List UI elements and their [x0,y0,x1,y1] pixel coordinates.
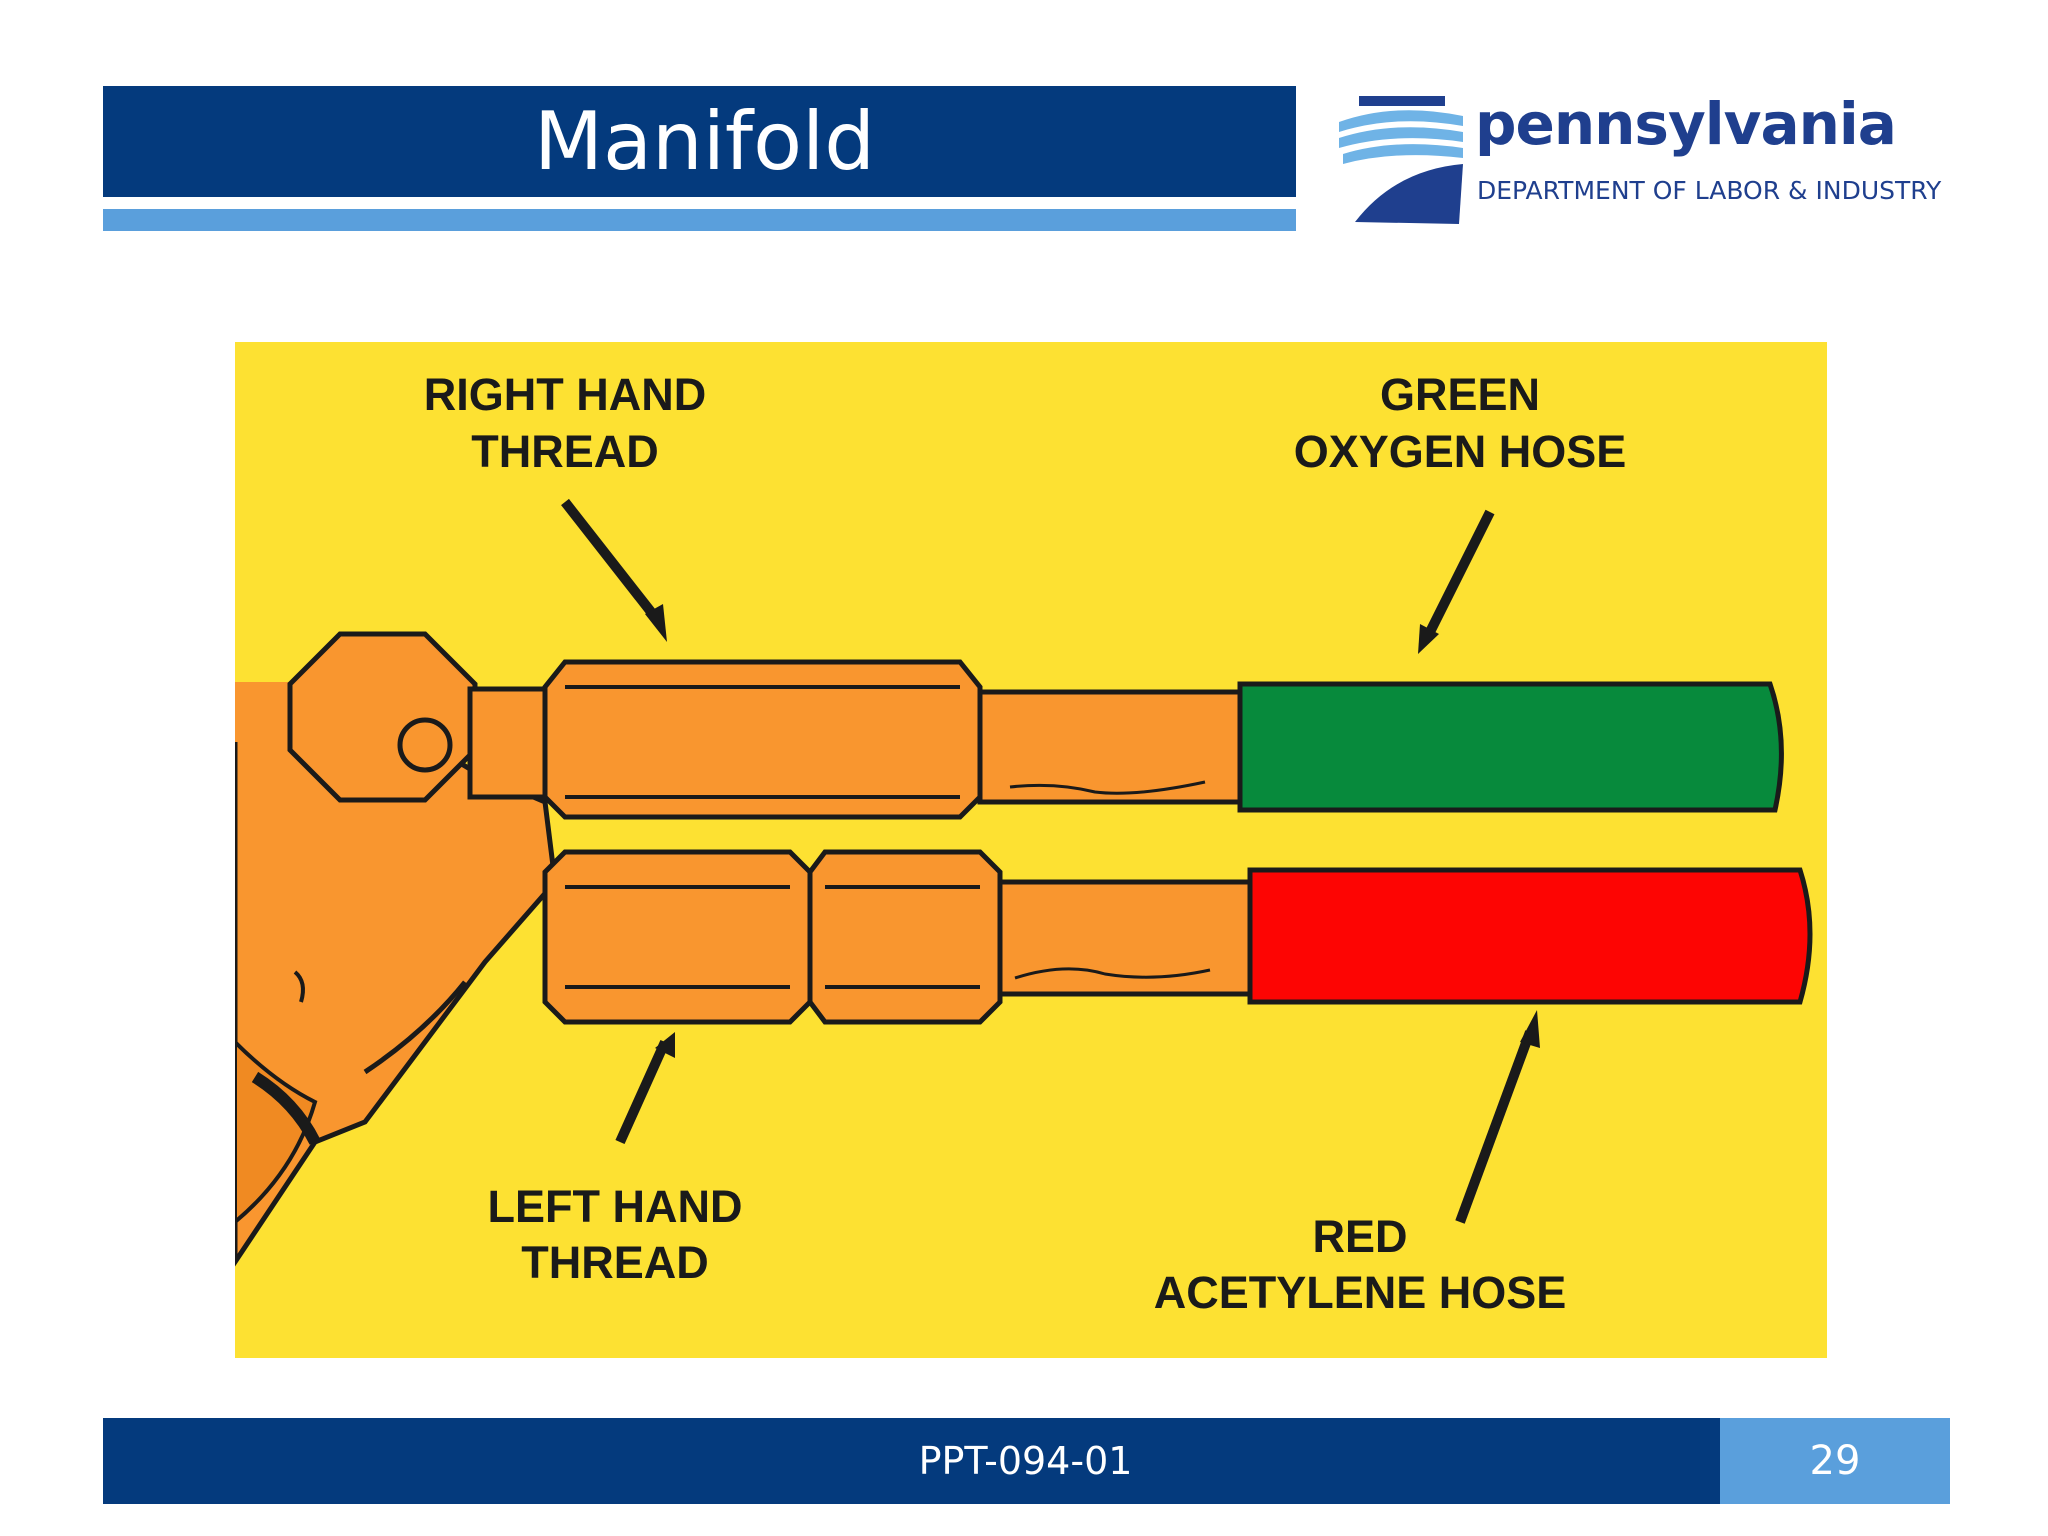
manifold-band [251,1071,321,1145]
right-hand-thread-nut [542,659,983,820]
label-left-hand-line1: LEFT HAND [488,1181,743,1232]
right-hand-arrow [561,498,659,621]
logo-department-text: DEPARTMENT OF LABOR & INDUSTRY [1477,176,1942,205]
green-hose-arrow [1425,509,1495,635]
pa-labor-industry-logo: pennsylvania DEPARTMENT OF LABOR & INDUS… [1335,90,1965,224]
label-right-hand-line2: THREAD [471,426,659,477]
logo-name-text: pennsylvania [1475,90,1897,158]
label-green-line1: GREEN [1380,369,1540,420]
green-oxygen-hose [1237,681,1784,813]
label-red-line1: RED [1312,1211,1407,1262]
octagon-nut [287,631,478,803]
footer-bar [103,1418,1720,1504]
red-acetylene-hose [1247,867,1813,1005]
red-hose-arrowhead [1520,1010,1540,1048]
left-hand-arrow [615,1039,670,1145]
label-left-hand-line2: THREAD [521,1237,709,1288]
fitting-crimp-mark [1014,967,1211,980]
red-hose-arrow [1455,1030,1535,1224]
manifold-illustration: RIGHT HAND THREAD GREEN OXYGEN HOSE LEFT… [235,342,1827,1358]
slide-title: Manifold [533,95,876,188]
footer-document-code: PPT-094-01 [918,1439,1133,1483]
fitting-crimp-mark [1009,780,1206,795]
page-number-box [1720,1418,1950,1504]
manifold-mark [293,970,305,1003]
left-hand-arrowhead [655,1032,675,1058]
left-hand-thread-nut-2 [807,849,1003,1025]
title-bar [103,86,1296,197]
manifold-line [363,980,467,1075]
upper-connector [467,686,553,800]
left-hand-thread-nut [542,849,813,1025]
manifold-diagram: RIGHT HAND THREAD GREEN OXYGEN HOSE LEFT… [235,342,1827,1358]
label-green-line2: OXYGEN HOSE [1294,426,1627,477]
label-right-hand-line1: RIGHT HAND [424,369,706,420]
right-hand-arrowhead [645,604,667,642]
nut-hole [397,717,453,773]
manifold-lower-stem [235,1039,318,1225]
page-number: 29 [1809,1438,1861,1484]
keystone-logo-icon [1339,96,1463,224]
green-hose-arrowhead [1418,624,1439,654]
title-accent-stripe [103,209,1296,231]
label-red-line2: ACETYLENE HOSE [1154,1267,1567,1318]
